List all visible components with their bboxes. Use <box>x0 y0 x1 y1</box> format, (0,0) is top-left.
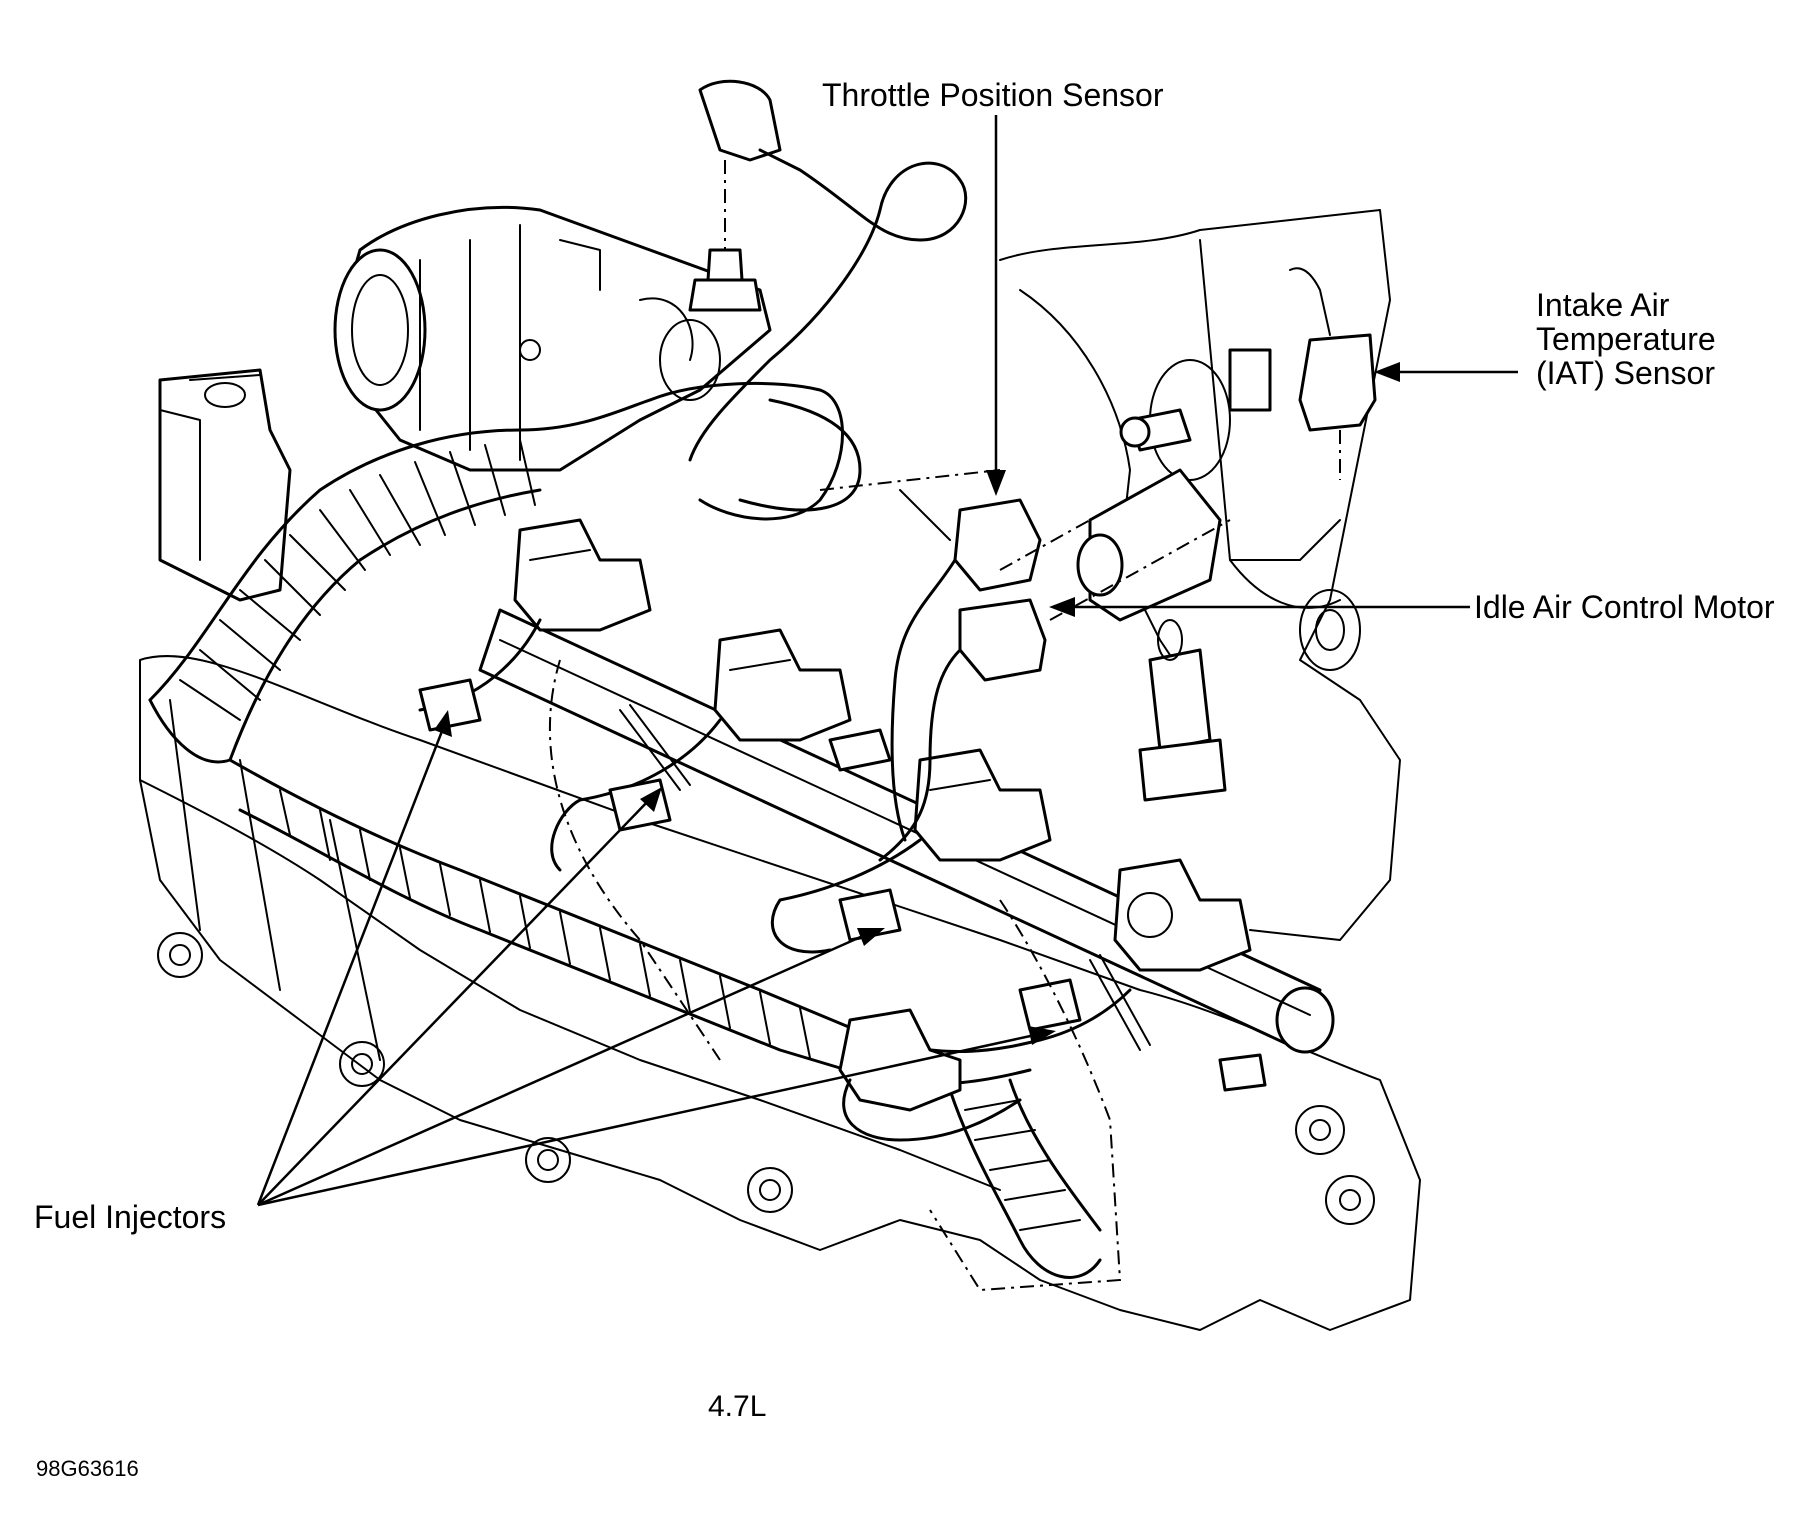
label-idle-air-control-motor: Idle Air Control Motor <box>1474 589 1775 625</box>
label-iat-line-2: Temperature <box>1536 321 1716 357</box>
injector-connector-1 <box>513 518 652 632</box>
engine-line-art <box>139 79 1421 1331</box>
injector-connector-5 <box>838 1008 962 1112</box>
injector-connector-2 <box>713 628 852 742</box>
leader-lines <box>256 115 1518 1207</box>
engine-caption: 4.7L <box>708 1390 766 1423</box>
label-iat-line-3: (IAT) Sensor <box>1536 355 1715 391</box>
label-throttle-position-sensor: Throttle Position Sensor <box>822 77 1164 113</box>
label-iat-line-1: Intake Air <box>1536 287 1670 323</box>
figure-code: 98G63616 <box>36 1456 139 1481</box>
label-fuel-injectors: Fuel Injectors <box>34 1199 226 1235</box>
label-iat-sensor: Intake Air Temperature (IAT) Sensor <box>1536 287 1716 391</box>
injector-connector-3 <box>913 748 1052 862</box>
injector-connector-4 <box>1113 858 1252 972</box>
